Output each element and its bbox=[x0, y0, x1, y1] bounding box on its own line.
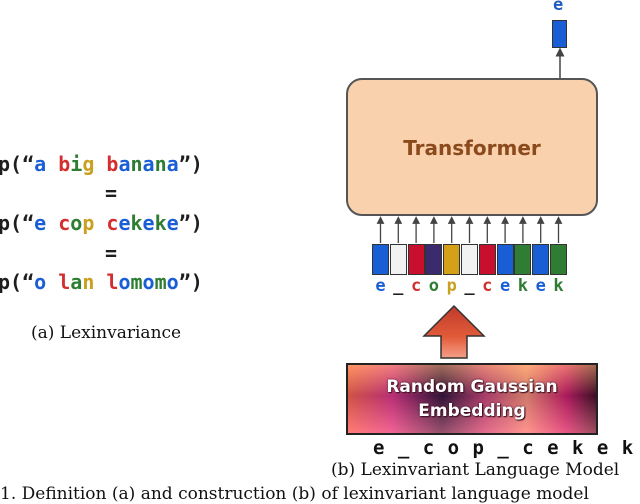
token-embedding-box bbox=[550, 244, 567, 275]
token-embedding-char: e bbox=[375, 276, 386, 296]
output-token-label: e bbox=[553, 0, 564, 15]
token-embedding-char: _ bbox=[393, 276, 404, 296]
token-embedding-char: e bbox=[499, 276, 511, 296]
expression-token: g bbox=[82, 152, 95, 176]
expression-token: b bbox=[58, 152, 71, 176]
expression-token: c bbox=[58, 211, 71, 235]
expression-line-2: p(“e cop cekeke”) bbox=[0, 211, 203, 235]
token-embedding-char: c bbox=[410, 276, 422, 296]
expression-token: a bbox=[70, 270, 83, 294]
token-embedding-char: e bbox=[535, 276, 546, 296]
expression-token: o bbox=[166, 270, 179, 294]
input-sequence: e _ c o p _ c e k e k bbox=[373, 437, 635, 459]
token-embedding-box bbox=[532, 244, 550, 275]
token-embedding-box bbox=[425, 244, 443, 275]
expression-token: b bbox=[106, 152, 119, 176]
token-embedding-box bbox=[461, 244, 478, 275]
expression-token: ”) bbox=[178, 270, 203, 294]
caption-lexinvariance: (a) Lexinvariance bbox=[31, 323, 182, 343]
token-embedding-box bbox=[372, 244, 389, 275]
expression-token: a bbox=[166, 152, 179, 176]
equals-sign-1: = bbox=[105, 181, 118, 205]
expression-token: o bbox=[70, 211, 83, 235]
equals-sign-2: = bbox=[105, 241, 118, 265]
token-embedding-box bbox=[389, 244, 407, 275]
expression-token: e bbox=[142, 211, 155, 235]
gaussian-label-line-1: Random Gaussian bbox=[386, 377, 558, 397]
expression-token: o bbox=[142, 270, 155, 294]
expression-token: e bbox=[34, 211, 47, 235]
token-embedding-box bbox=[443, 244, 461, 275]
token-embedding-char: p bbox=[446, 276, 457, 296]
expression-token: n bbox=[130, 152, 143, 176]
expression-token: n bbox=[154, 152, 167, 176]
expression-token: p(“ bbox=[0, 152, 35, 176]
expression-token: a bbox=[118, 152, 131, 176]
expression-token: e bbox=[118, 211, 131, 235]
expression-token: o bbox=[118, 270, 131, 294]
expression-token: a bbox=[34, 152, 47, 176]
expression-token: o bbox=[34, 270, 47, 294]
gaussian-label: Random Gaussian Embedding bbox=[348, 375, 596, 423]
token-embedding-char: c bbox=[482, 276, 493, 296]
figure-caption-cut: 1. Definition (a) and construction (b) o… bbox=[0, 484, 589, 504]
expression-line-1: p(“a big banana”) bbox=[0, 152, 203, 176]
token-embedding-box bbox=[496, 244, 514, 275]
expression-token: a bbox=[142, 152, 155, 176]
embedding-to-transformer-arrows bbox=[376, 216, 563, 243]
expression-token: l bbox=[106, 270, 119, 294]
expression-line-3: p(“o lan lomomo”) bbox=[0, 270, 203, 294]
random-gaussian-embedding-block: Random Gaussian Embedding bbox=[346, 363, 598, 435]
expression-token: m bbox=[154, 270, 167, 294]
expression-token: p(“ bbox=[0, 270, 35, 294]
expression-token: n bbox=[82, 270, 95, 294]
token-embedding-box bbox=[478, 244, 496, 275]
transformer-block: Transformer bbox=[346, 78, 598, 216]
expression-token: c bbox=[106, 211, 119, 235]
big-up-arrow bbox=[422, 304, 486, 359]
transformer-label: Transformer bbox=[403, 136, 541, 160]
token-embedding-char: k bbox=[553, 276, 564, 296]
token-embedding-box bbox=[407, 244, 425, 275]
token-embedding-box bbox=[514, 244, 532, 275]
expression-token: l bbox=[58, 270, 71, 294]
expression-token: p bbox=[82, 211, 95, 235]
token-embedding-char: o bbox=[428, 276, 440, 296]
expression-token: ”) bbox=[178, 152, 203, 176]
token-embedding-char: _ bbox=[464, 276, 475, 296]
expression-token: e bbox=[166, 211, 179, 235]
expression-token: k bbox=[130, 211, 143, 235]
caption-lexinvariant-model: (b) Lexinvariant Language Model bbox=[331, 460, 620, 480]
expression-token: i bbox=[70, 152, 83, 176]
expression-token: p(“ bbox=[0, 211, 35, 235]
expression-token: m bbox=[130, 270, 143, 294]
expression-token: ”) bbox=[178, 211, 203, 235]
expression-token: k bbox=[154, 211, 167, 235]
gaussian-label-line-2: Embedding bbox=[418, 401, 526, 421]
token-embedding-char: k bbox=[517, 276, 529, 296]
